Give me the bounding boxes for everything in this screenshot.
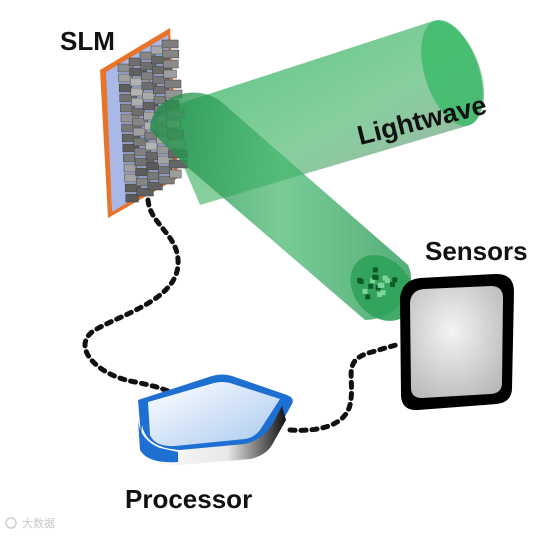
slm-to-processor-link xyxy=(82,197,181,395)
watermark: 大数据 xyxy=(5,516,55,530)
slm-pixel xyxy=(161,39,179,49)
slm-pixel xyxy=(164,79,182,89)
beam-pattern-cell xyxy=(377,291,383,297)
beam-pattern-cell xyxy=(382,275,388,281)
slm-pixel xyxy=(123,153,136,163)
slm-device xyxy=(100,28,188,218)
slm-pixel xyxy=(130,87,144,97)
beam-pattern-cell xyxy=(373,274,379,280)
slm-label: SLM xyxy=(60,26,115,56)
slm-pixel xyxy=(150,45,164,55)
beam-pattern-cell xyxy=(372,267,378,273)
sensor-screen-icon xyxy=(400,273,514,411)
outgoing-beam xyxy=(150,92,414,321)
slm-pixel xyxy=(158,175,175,185)
slm-pixel xyxy=(135,167,149,177)
beam-pattern xyxy=(357,267,398,300)
slm-pixel xyxy=(123,163,137,173)
slm-pixel xyxy=(162,59,179,69)
slm-pixel xyxy=(118,83,133,93)
slm-pixel xyxy=(146,171,160,181)
beam-pattern-cell xyxy=(392,277,398,283)
slm-pixel xyxy=(136,187,154,197)
beam-pattern-cell xyxy=(357,277,363,283)
beam-pattern-cell xyxy=(377,282,383,288)
slm-pixel xyxy=(145,151,158,161)
processor-box-icon xyxy=(138,374,293,466)
beam-pattern-cell xyxy=(365,294,371,300)
slm-pixel xyxy=(131,107,145,117)
slm-pixel xyxy=(146,161,159,171)
beam-cross-section xyxy=(350,255,414,321)
processor-to-sensor-link xyxy=(287,341,403,433)
slm-pixel xyxy=(147,181,163,191)
beam-pattern-cell xyxy=(390,281,396,287)
slm-pixel xyxy=(125,193,139,203)
slm-pixel xyxy=(145,141,158,151)
beam-pattern-cell xyxy=(370,278,376,284)
beam-pattern-cell xyxy=(368,283,374,289)
beam-pattern-cell xyxy=(380,290,386,296)
processor-label: Processor xyxy=(125,484,252,514)
sensors-label: Sensors xyxy=(425,236,528,266)
beam-pattern-cell xyxy=(362,288,368,294)
slm-pixel xyxy=(169,169,182,179)
slm-pixel xyxy=(131,97,144,107)
slm-pixel xyxy=(163,69,177,79)
watermark-text: 大数据 xyxy=(22,516,55,530)
slm-pixel xyxy=(128,57,142,67)
slm-pixel xyxy=(162,49,180,59)
slm-pixel xyxy=(140,71,154,81)
